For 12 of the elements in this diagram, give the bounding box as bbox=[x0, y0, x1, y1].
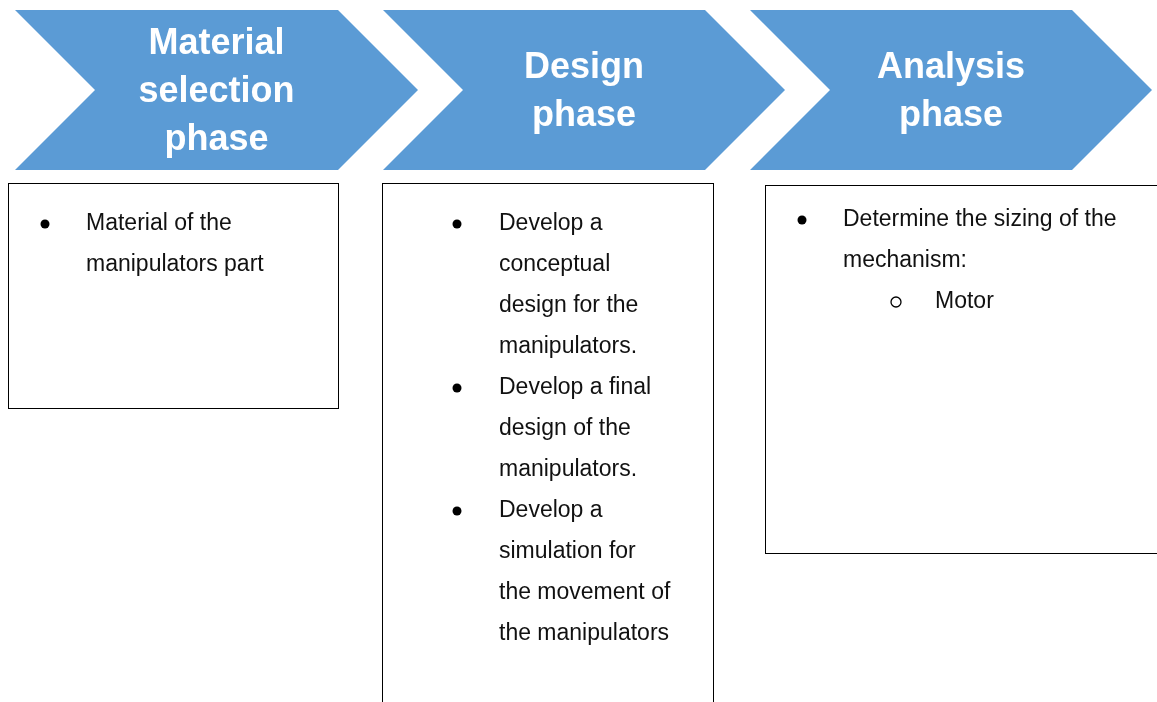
phase-title: Material selection phase bbox=[137, 20, 296, 160]
bullet-item: Determine the sizing of the mechanism: bbox=[843, 198, 1154, 280]
bullet-item: Develop a simulation for the movement of the manipulators bbox=[499, 489, 673, 653]
text-box bbox=[765, 185, 1157, 554]
bullet-item: Develop a conceptual design for the manipulators. bbox=[499, 202, 673, 366]
text-box bbox=[382, 183, 714, 702]
phase-title: Design phase bbox=[523, 44, 645, 136]
sub-bullet-item: Motor bbox=[935, 280, 1154, 321]
bullet-item: Develop a final design of the manipulators. bbox=[499, 366, 673, 489]
phase-title: Analysis phase bbox=[875, 44, 1027, 136]
bullet-item: Material of the manipulators part bbox=[86, 202, 328, 284]
text-box bbox=[8, 183, 339, 409]
